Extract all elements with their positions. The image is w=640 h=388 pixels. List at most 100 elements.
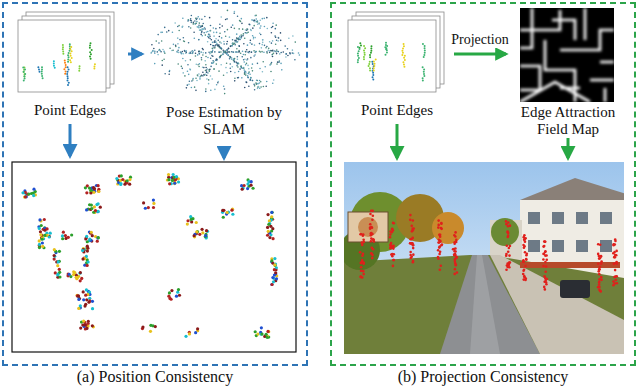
down-arrow [567, 138, 570, 158]
scatter-point [39, 233, 42, 236]
image-frame [348, 20, 436, 92]
cloud-point [169, 47, 171, 49]
projected-point [409, 214, 412, 217]
cloud-point [175, 46, 177, 48]
scatter-point [204, 234, 207, 237]
scatter-point [82, 298, 85, 301]
cloud-point [169, 71, 171, 73]
cloud-point [185, 60, 187, 62]
edge-point [64, 62, 66, 64]
projected-point [454, 231, 457, 234]
projected-point [370, 237, 373, 240]
cloud-point [179, 39, 181, 41]
scatter-point [147, 206, 150, 209]
cloud-point [213, 68, 215, 70]
cloud-point [243, 69, 245, 71]
scatter-point [271, 237, 274, 240]
cloud-point [223, 41, 225, 43]
projected-point [371, 227, 374, 230]
projected-point [369, 213, 372, 216]
cloud-point [213, 45, 215, 47]
cloud-point [259, 27, 261, 29]
scatter-point [273, 268, 276, 271]
scatter-point [204, 235, 207, 238]
cloud-point [212, 60, 214, 62]
scatter-point [270, 215, 273, 218]
cloud-point [224, 93, 226, 95]
cloud-point [226, 49, 228, 51]
scatter-point [53, 255, 56, 258]
cloud-point [189, 68, 191, 70]
edge-point [403, 57, 405, 59]
projected-point [455, 239, 458, 242]
scatter-point [119, 182, 122, 185]
cloud-point [195, 64, 197, 66]
edge-point [364, 54, 366, 56]
label-wrap: Point Edges [342, 102, 452, 119]
cloud-point [206, 72, 208, 74]
scatter-point [75, 276, 78, 279]
cloud-point [231, 66, 233, 68]
scatter-point [56, 273, 59, 276]
scatter-point [246, 187, 249, 190]
cloud-point [280, 32, 282, 34]
cloud-point [229, 56, 231, 58]
cloud-point [211, 78, 213, 80]
scatter-point [48, 235, 51, 238]
cloud-point [245, 64, 247, 66]
cloud-point [187, 20, 189, 22]
cloud-point [209, 36, 211, 38]
scatter-point [275, 277, 278, 280]
cloud-point [209, 53, 211, 55]
edge-point [364, 52, 366, 54]
cloud-point [214, 89, 216, 91]
cloud-point [198, 66, 200, 68]
projected-point [598, 273, 601, 276]
cloud-point [213, 41, 215, 43]
cloud-point [188, 84, 190, 86]
cloud-point [191, 50, 193, 52]
label-wrap: Pose Estimation by SLAM [144, 104, 304, 138]
cloud-point [213, 27, 215, 29]
cloud-point [169, 70, 171, 72]
edge-point [373, 67, 375, 69]
cloud-point [259, 19, 261, 21]
scatter-point [91, 324, 94, 327]
cloud-point [209, 38, 211, 40]
cloud-point [223, 51, 225, 53]
cloud-point [244, 73, 246, 75]
cloud-point [227, 51, 229, 53]
projected-point [362, 273, 365, 276]
scatter-point [171, 179, 174, 182]
edge-point [69, 48, 71, 50]
cloud-point [244, 58, 246, 60]
scatter-point [205, 229, 208, 232]
cloud-point [266, 17, 268, 19]
cloud-point [259, 43, 261, 45]
cloud-point [215, 38, 217, 40]
cloud-point [218, 70, 220, 72]
cloud-point [287, 55, 289, 57]
cloud-point [203, 32, 205, 34]
edge-point [385, 44, 387, 46]
cloud-point [210, 66, 212, 68]
cloud-point [151, 44, 153, 46]
cloud-point [293, 53, 295, 55]
scatter-point [97, 184, 100, 187]
scatter-point [152, 206, 155, 209]
cloud-point [237, 58, 239, 60]
edge-point [373, 69, 375, 71]
cloud-point [259, 87, 261, 89]
cloud-point [233, 43, 235, 45]
cloud-point [252, 70, 254, 72]
cloud-point [241, 56, 243, 58]
cloud-point [201, 57, 203, 59]
scatter-point [97, 190, 100, 193]
projected-point [615, 275, 618, 278]
cloud-point [188, 19, 190, 21]
cloud-point [294, 59, 296, 61]
scatter-point [38, 218, 41, 221]
cloud-point [197, 16, 199, 18]
scatter-point [84, 294, 87, 297]
projected-point [542, 245, 545, 248]
